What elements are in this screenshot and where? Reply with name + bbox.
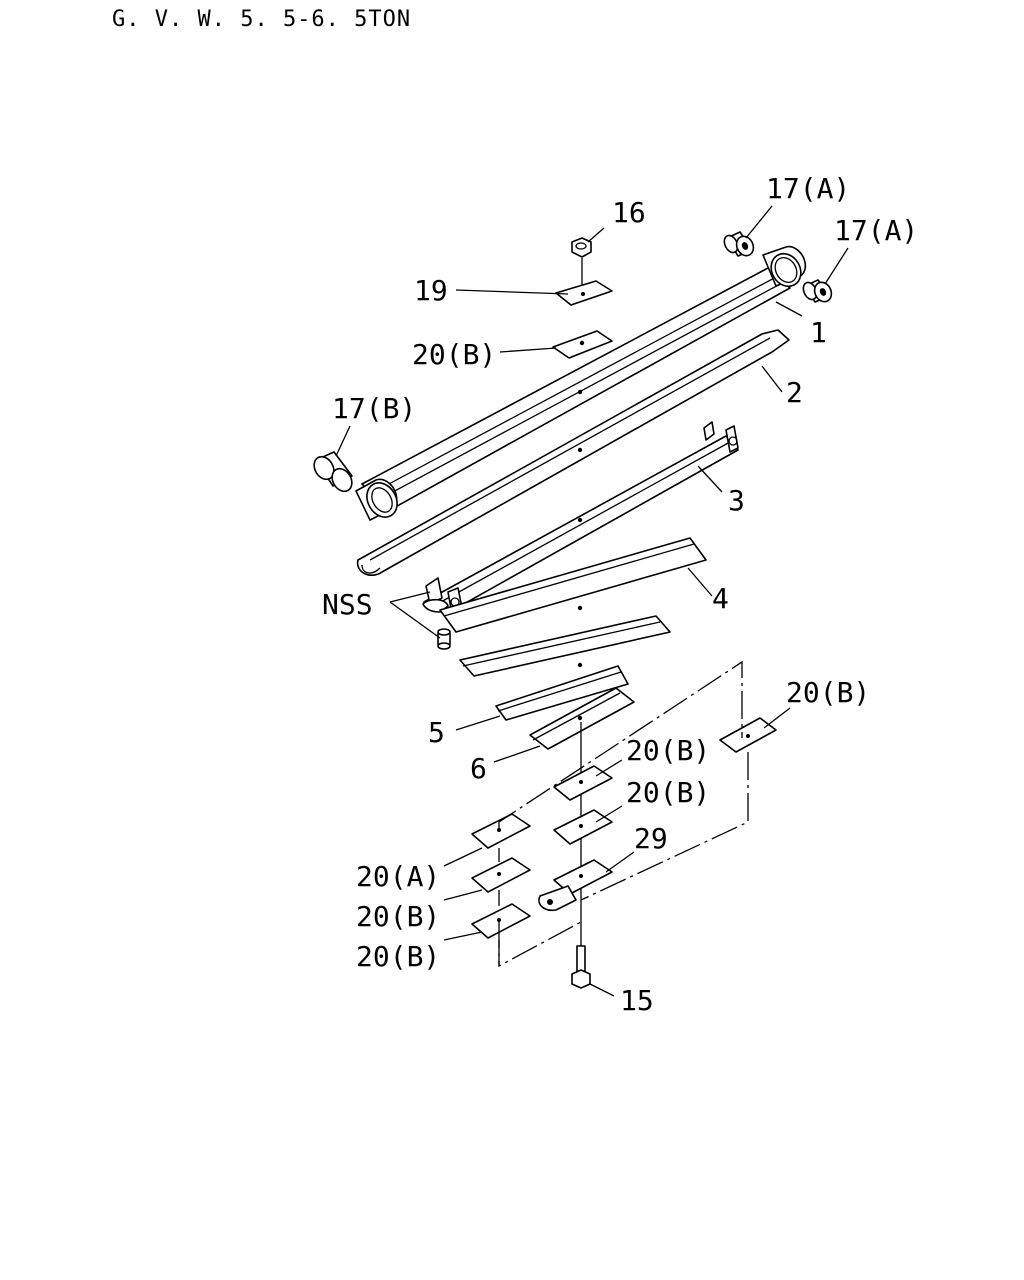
label-20a: 20(A)	[356, 860, 440, 893]
label-29: 29	[634, 822, 668, 855]
label-20b-top: 20(B)	[412, 338, 496, 371]
label-2: 2	[786, 376, 803, 409]
label-20b-left2: 20(B)	[356, 940, 440, 973]
label-19: 19	[414, 274, 448, 307]
header-title: G. V. W. 5. 5-6. 5TON	[112, 7, 411, 32]
part-1-main-leaf	[355, 245, 807, 521]
part-4-fourth-leaf	[439, 537, 707, 633]
part-17a-bushing-right	[802, 279, 833, 303]
label-6: 6	[470, 752, 487, 785]
dash-dot-assembly-lines	[498, 660, 749, 968]
label-5: 5	[428, 716, 445, 749]
part-17b-bushing	[313, 451, 353, 493]
label-17b: 17(B)	[332, 392, 416, 425]
part-29-bracket	[538, 859, 613, 912]
part-17a-bushing-left	[723, 231, 755, 257]
part-19-plate	[555, 280, 613, 306]
nss-rivet	[437, 628, 451, 650]
label-20b-right: 20(B)	[786, 676, 870, 709]
label-20b-left1: 20(B)	[356, 900, 440, 933]
label-20b-mid2: 20(B)	[626, 776, 710, 809]
label-1: 1	[810, 316, 827, 349]
part-20a-shim	[471, 857, 531, 893]
part-5-leaf	[495, 665, 629, 721]
label-20b-mid1: 20(B)	[626, 734, 710, 767]
part-20b-right-shim	[719, 717, 777, 753]
part-20a-left-shim-top	[471, 813, 531, 849]
label-15: 15	[620, 984, 654, 1017]
part-2-second-leaf	[356, 329, 790, 576]
label-17a-1: 17(A)	[766, 172, 850, 205]
part-15-bolt	[571, 945, 591, 989]
part-labels: 16 17(A) 17(A) 19 20(B) 1 17(B) 2 3 4 NS…	[322, 172, 918, 1017]
part-20b-mid2-shim	[553, 809, 613, 845]
part-16-nut	[571, 237, 592, 290]
lower-leaf	[459, 615, 671, 677]
part-20b-top-shim	[552, 330, 613, 359]
leader-lines	[335, 205, 849, 997]
label-17a-2: 17(A)	[834, 214, 918, 247]
label-nss: NSS	[322, 588, 373, 621]
label-16: 16	[612, 196, 646, 229]
label-3: 3	[728, 484, 745, 517]
part-6-spacer	[529, 687, 635, 750]
label-4: 4	[712, 582, 729, 615]
